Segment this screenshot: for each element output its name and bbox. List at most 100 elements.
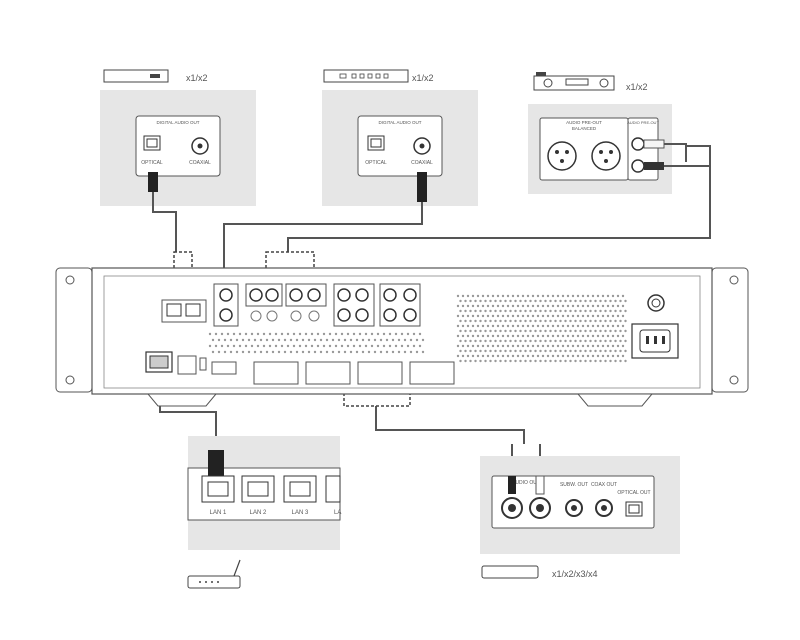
vent-hole	[461, 334, 465, 338]
vent-hole	[340, 332, 344, 336]
source-3-rca-bottom	[631, 159, 645, 173]
vent-hole	[584, 349, 587, 353]
vent-hole	[564, 299, 567, 303]
vent-hole	[511, 334, 515, 338]
vent-hole	[571, 294, 575, 298]
vent-hole	[506, 314, 510, 318]
vent-hole	[519, 309, 522, 313]
vent-hole	[566, 334, 570, 338]
vent-hole	[559, 319, 562, 323]
vent-hole	[531, 354, 535, 358]
vent-hole	[541, 294, 545, 298]
vent-hole	[486, 314, 490, 318]
vent-hole	[584, 359, 587, 363]
amp-ethernet-port-inner	[149, 355, 169, 369]
vent-hole	[594, 339, 597, 343]
vent-hole	[504, 339, 507, 343]
vent-hole	[391, 338, 395, 342]
vent-hole	[484, 309, 487, 313]
vent-hole	[256, 344, 260, 348]
vent-hole	[501, 294, 505, 298]
vent-hole	[586, 324, 590, 328]
vent-hole	[566, 324, 570, 328]
vent-hole	[466, 294, 470, 298]
vent-hole	[361, 350, 365, 354]
vent-hole	[471, 304, 475, 308]
lan-port-2-label: LAN 2	[250, 510, 267, 516]
vent-hole	[579, 339, 582, 343]
vent-hole	[609, 359, 612, 363]
vent-hole	[289, 338, 293, 342]
vent-hole	[283, 338, 287, 342]
vent-hole	[606, 294, 610, 298]
vent-hole	[599, 359, 602, 363]
vent-hole	[589, 329, 592, 333]
vent-hole	[501, 314, 505, 318]
vent-hole	[566, 354, 570, 358]
vent-hole	[241, 350, 245, 354]
vent-hole	[589, 349, 592, 353]
vent-hole	[596, 314, 600, 318]
rack-ear-right-hole-top	[729, 275, 739, 285]
vent-hole	[496, 314, 500, 318]
vent-hole	[609, 319, 612, 323]
vent-hole	[298, 344, 302, 348]
source-3-xlr-left-pin2	[565, 150, 569, 154]
vent-hole	[265, 338, 269, 342]
vent-hole	[561, 354, 565, 358]
vent-hole	[601, 344, 605, 348]
vent-hole	[564, 319, 567, 323]
amp-optical-in-2	[185, 303, 201, 317]
vent-hole	[619, 339, 622, 343]
vent-hole	[524, 339, 527, 343]
vent-hole	[208, 332, 212, 336]
vent-hole	[504, 329, 507, 333]
amp-out-2d	[403, 308, 417, 322]
source-2-coaxial-port-center	[419, 143, 425, 149]
vent-hole	[586, 334, 590, 338]
vent-hole	[268, 344, 272, 348]
vent-hole	[220, 344, 224, 348]
vent-hole	[514, 359, 517, 363]
vent-hole	[394, 344, 398, 348]
vent-hole	[589, 319, 592, 323]
vent-hole	[536, 304, 540, 308]
source-3-xlr-right-pin2	[609, 150, 613, 154]
vent-hole	[539, 339, 542, 343]
vent-hole	[536, 314, 540, 318]
vent-hole	[616, 344, 620, 348]
vent-hole	[506, 294, 510, 298]
vent-hole	[489, 299, 492, 303]
vent-hole	[349, 338, 353, 342]
vent-hole	[217, 338, 221, 342]
vent-hole	[464, 349, 467, 353]
vent-hole	[459, 309, 462, 313]
amp-coax-in-1	[219, 288, 233, 302]
vent-hole	[541, 324, 545, 328]
vent-hole	[491, 314, 495, 318]
vent-hole	[476, 354, 480, 358]
amp-power-button[interactable]	[647, 294, 665, 312]
vent-hole	[494, 349, 497, 353]
vent-hole	[579, 359, 582, 363]
vent-hole	[609, 329, 612, 333]
vent-hole	[539, 329, 542, 333]
vent-hole	[501, 334, 505, 338]
vent-hole	[494, 329, 497, 333]
source-1-optical-port-inner	[146, 138, 158, 148]
vent-hole	[624, 349, 627, 353]
amp-rca-row-2	[250, 310, 320, 322]
source-3-rca-top	[631, 137, 645, 151]
vent-hole	[544, 339, 547, 343]
vent-hole	[614, 349, 617, 353]
vent-hole	[604, 309, 607, 313]
vent-hole	[609, 309, 612, 313]
amp-out-1b	[355, 288, 369, 302]
vent-hole	[511, 304, 515, 308]
vent-hole	[559, 339, 562, 343]
vent-hole	[591, 344, 595, 348]
vent-hole	[559, 299, 562, 303]
vent-hole	[599, 349, 602, 353]
vent-hole	[611, 344, 615, 348]
vent-hole	[256, 332, 260, 336]
